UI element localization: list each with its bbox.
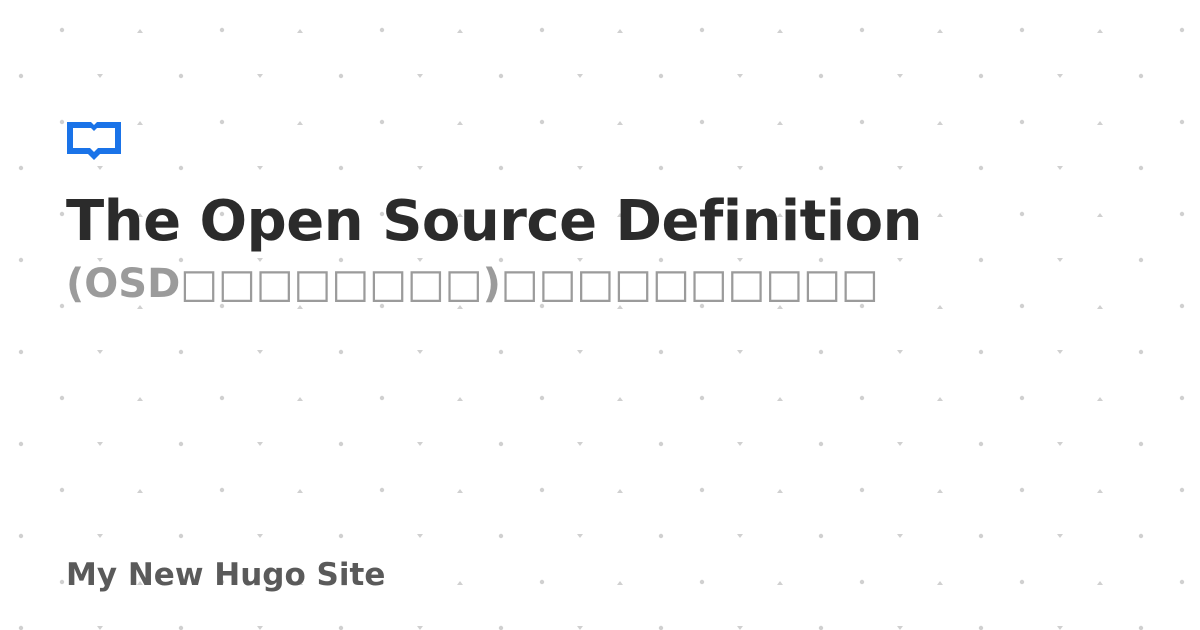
page-title: The Open Source Definition <box>66 189 922 254</box>
page-subtitle: (OSD□□□□□□□□)□□□□□□□□□□ <box>66 261 879 307</box>
site-name: My New Hugo Site <box>66 557 386 593</box>
card-content: The Open Source Definition (OSD□□□□□□□□)… <box>66 120 1146 308</box>
open-book-icon <box>67 120 123 162</box>
